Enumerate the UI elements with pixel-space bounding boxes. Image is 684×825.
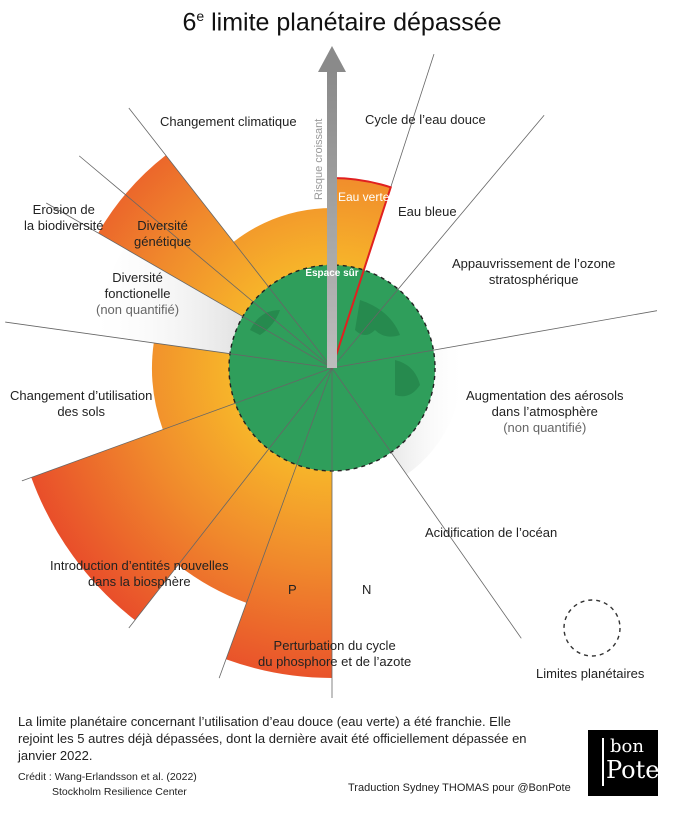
safe-space-label: Espace sûr xyxy=(305,268,358,279)
spoke-line xyxy=(331,114,545,369)
wheel-spokes xyxy=(5,54,658,698)
page-title: 6e limite planétaire dépassée xyxy=(182,8,502,37)
risk-arrow-shaft xyxy=(327,70,337,368)
globe-landmass xyxy=(250,300,420,397)
footer-description: La limite planétaire concernant l’utilis… xyxy=(18,714,527,763)
footer: La limite planétaire concernant l’utilis… xyxy=(0,700,684,825)
label-climate: Changement climatique xyxy=(160,114,297,129)
risk-arrow-label: Risque croissant xyxy=(313,119,325,200)
spoke-line xyxy=(331,367,522,639)
footer-credit: Crédit : Wang-Erlandsson et al. (2022) S… xyxy=(18,771,197,798)
risk-arrow-head xyxy=(318,46,346,72)
label-freshwater: Cycle de l’eau douce xyxy=(365,112,486,127)
planetary-boundaries-diagram: 6e limite planétaire dépassée xyxy=(5,8,658,698)
label-ocean-acidification: Acidification de l’océan xyxy=(425,525,558,540)
label-blue-water: Eau bleue xyxy=(398,204,457,219)
boundary-wheel: Risque croissant Espace sûr xyxy=(5,46,658,698)
label-phosphorus: P xyxy=(288,582,297,597)
spoke-line xyxy=(46,202,333,369)
spoke-line xyxy=(128,107,333,369)
spoke-line xyxy=(78,155,333,369)
legend-dashed-circle xyxy=(563,599,621,657)
spoke-line xyxy=(21,367,333,482)
spoke-line xyxy=(128,367,333,629)
spoke-line xyxy=(218,367,333,679)
spoke-line xyxy=(5,321,333,369)
label-nitrogen: N xyxy=(362,582,372,597)
footer-translation: Traduction Sydney THOMAS pour @BonPote xyxy=(348,782,571,794)
label-green-water: Eau verte xyxy=(338,190,390,204)
bonpote-logo: bon Pote xyxy=(588,730,659,796)
legend-label: Limites planétaires xyxy=(536,666,645,681)
spoke-line xyxy=(331,310,658,369)
